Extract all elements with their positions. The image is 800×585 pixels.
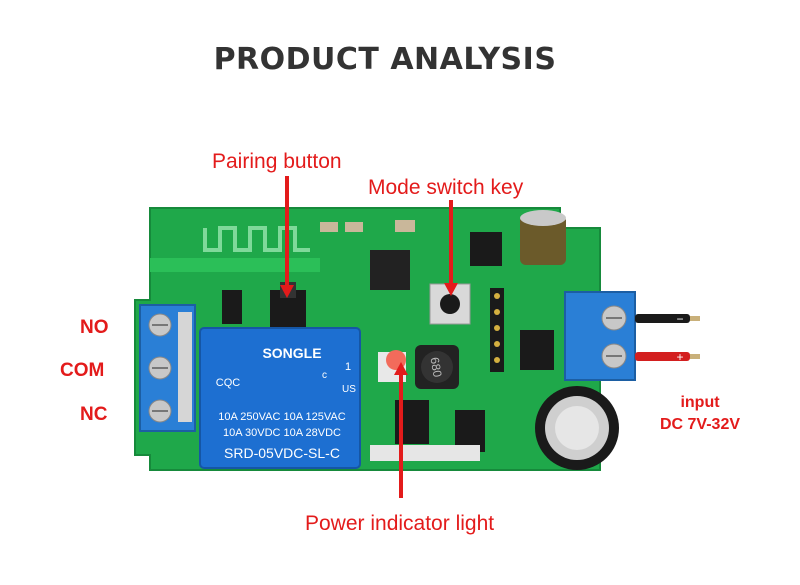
inductor-code: 680 [427,356,444,378]
relay-brand: SONGLE [262,345,321,361]
input-terminal-block [564,291,636,381]
terminal-label-no: NO [80,317,109,338]
mode-switch-key-label: Mode switch key [368,176,524,199]
terminal-label-com: COM [60,360,105,381]
pairing-button-label: Pairing button [212,150,342,173]
pairing-callout-arrow [280,176,294,298]
mode-callout-arrow [444,200,458,296]
capacitor-top [520,210,566,226]
pad-strip [370,445,480,461]
polarity-positive: + [676,350,683,364]
smd-diode [222,290,242,324]
relay-cert-c: c [322,370,327,381]
mosfet-chip [520,330,554,370]
power-indicator-light-label: Power indicator light [305,512,495,535]
smd-resistor [345,222,363,232]
smd-resistor [395,220,415,232]
led-callout-arrow [394,362,408,498]
smd-resistor [320,222,338,232]
relay [199,327,361,469]
regulator-chip [470,232,502,266]
page-title: PRODUCT ANALYSIS [213,42,557,77]
wire-positive [635,352,690,361]
capacitor-small [520,215,566,265]
relay-model: SRD-05VDC-SL-C [224,445,340,461]
wire-negative [635,314,690,323]
relay-spec-line1: 10A 250VAC 10A 125VAC [218,411,345,423]
antenna-trace [203,226,310,252]
polarity-negative: − [676,312,683,326]
terminal-label-nc: NC [80,404,108,425]
relay-cert-us: US [342,384,356,395]
relay-spec-line2: 10A 30VDC 10A 28VDC [223,427,341,439]
relay-cert-cqc: CQC [216,377,241,389]
mode-switch-key-cap [440,294,460,314]
terminal-contacts [178,312,192,422]
relay-cert-number: 1 [345,361,351,373]
input-label-line2: DC 7V-32V [659,416,741,433]
input-voltage-label: input DC 7V-32V [645,392,755,436]
silk-row [150,258,320,272]
input-label-line1: input [680,394,720,411]
ic-chip [370,250,410,290]
